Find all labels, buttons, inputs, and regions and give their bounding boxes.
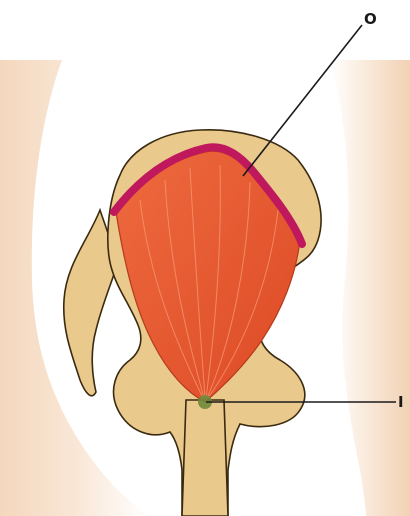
body-outline-right — [330, 60, 410, 516]
insertion-label: I — [398, 393, 404, 411]
femur-bone — [182, 400, 228, 516]
origin-label: O — [364, 10, 377, 28]
